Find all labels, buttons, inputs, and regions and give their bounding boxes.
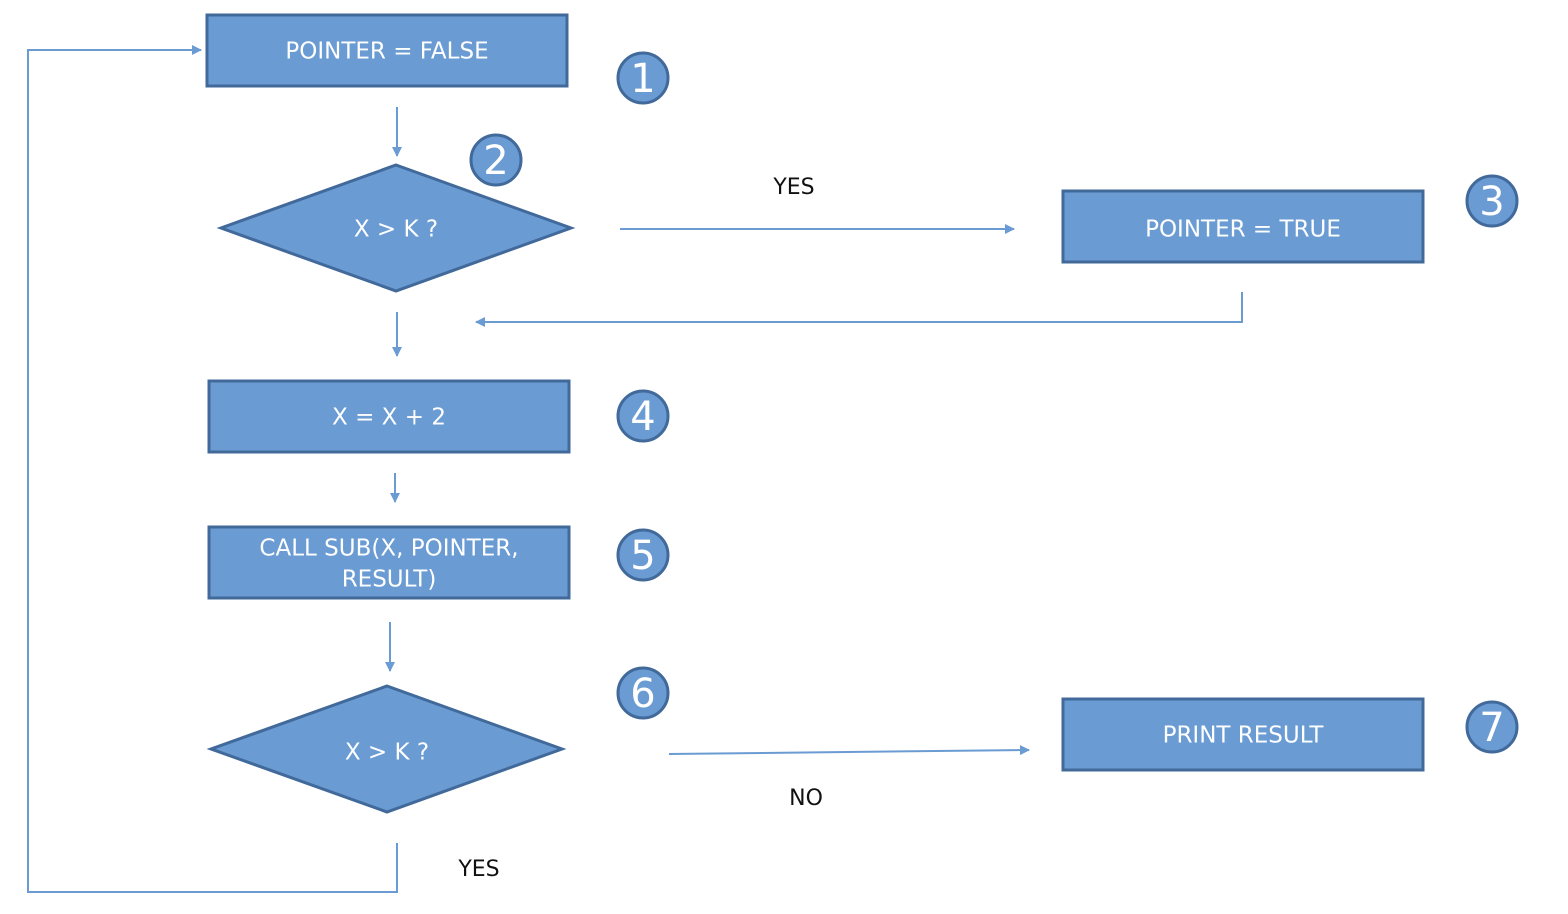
node-decision-bottom: X > K ? <box>206 684 567 814</box>
step-number: 2 <box>483 138 508 184</box>
node-pointer-true: POINTER = TRUE <box>1061 189 1425 264</box>
node-label-line1: CALL SUB(X, POINTER, <box>259 536 518 562</box>
decision-diamond <box>206 684 567 814</box>
node-label: POINTER = TRUE <box>1145 217 1341 243</box>
step-badge-3: 3 <box>1465 174 1519 228</box>
edge-label-bottom-no: NO <box>789 786 823 811</box>
process-box <box>205 13 569 88</box>
node-label: X = X + 2 <box>332 405 446 431</box>
edge-decision-bottom-yes-loop <box>27 45 398 893</box>
node-label: X > K ? <box>345 740 429 766</box>
step-number: 5 <box>630 533 655 579</box>
edge-pointer-true-return <box>475 292 1243 327</box>
node-label: X > K ? <box>354 217 438 243</box>
edges <box>27 45 1243 893</box>
step-badge-1: 1 <box>616 51 670 105</box>
node-call-sub: CALL SUB(X, POINTER, RESULT) <box>207 525 571 600</box>
edge-decision-bottom-no <box>668 745 1030 756</box>
step-number: 7 <box>1479 705 1504 751</box>
step-badge-7: 7 <box>1465 700 1519 754</box>
step-number: 1 <box>630 56 655 102</box>
step-badge-6: 6 <box>616 666 670 720</box>
node-label-line2: RESULT) <box>342 567 437 593</box>
step-badge-2: 2 <box>469 133 523 187</box>
process-box <box>207 525 571 600</box>
process-box <box>207 379 571 454</box>
decision-diamond <box>216 163 576 293</box>
node-label: POINTER = FALSE <box>285 39 488 65</box>
process-box <box>1061 697 1425 772</box>
step-number: 6 <box>630 671 655 717</box>
edge-label-top-yes: YES <box>772 175 814 200</box>
node-increment: X = X + 2 <box>207 379 571 454</box>
step-badge-5: 5 <box>616 528 670 582</box>
node-decision-top: X > K ? <box>216 163 576 293</box>
node-pointer-false: POINTER = FALSE <box>205 13 569 88</box>
process-box <box>1061 189 1425 264</box>
step-number: 3 <box>1479 179 1504 225</box>
step-number: 4 <box>630 394 655 440</box>
node-print-result: PRINT RESULT <box>1061 697 1425 772</box>
edge-label-bottom-yes: YES <box>457 857 499 882</box>
step-badge-4: 4 <box>616 389 670 443</box>
node-label: PRINT RESULT <box>1163 723 1325 749</box>
